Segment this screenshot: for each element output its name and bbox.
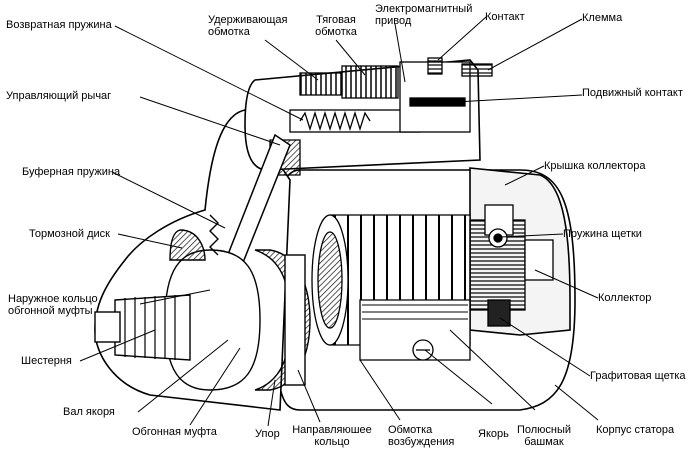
label-outer-ring: Наружное кольцо обгонной муфты xyxy=(8,293,98,317)
leader-stator-housing xyxy=(554,384,599,421)
label-armature-shaft: Вал якоря xyxy=(63,406,115,418)
graphite-brush-block xyxy=(487,299,511,327)
leader-solenoid-drive xyxy=(394,23,406,83)
leader-holding-winding xyxy=(264,39,319,81)
leader-outer-ring xyxy=(139,289,211,305)
contact-bolt xyxy=(427,57,443,75)
pinion-gear xyxy=(114,294,191,361)
label-holding-winding: Удерживающая обмотка xyxy=(208,14,288,38)
label-brush-spring: Пружина щетки xyxy=(563,228,642,240)
armature-shaft-end xyxy=(94,311,121,343)
leader-graphite-brush xyxy=(499,317,591,377)
field-winding xyxy=(359,299,471,361)
return-spring-coil xyxy=(299,110,371,132)
moving-contact-plate xyxy=(409,97,466,107)
leader-return-spring xyxy=(114,25,304,121)
label-armature: Якорь xyxy=(478,428,509,440)
leader-buffer-spring xyxy=(111,171,226,229)
guide-ring-shape xyxy=(284,254,306,386)
label-pole-shoe: Полюсный башмак xyxy=(516,424,572,448)
label-pinion: Шестерня xyxy=(21,355,72,367)
label-return-spring: Возвратная пружина xyxy=(6,19,112,31)
label-brake-disc: Тормозной диск xyxy=(29,228,110,240)
label-traction-winding: Тяговая обмотка xyxy=(315,14,357,38)
label-buffer-spring: Буферная пружина xyxy=(22,166,121,178)
terminal-bolt xyxy=(461,63,493,77)
label-solenoid-drive: Электромагнитный привод xyxy=(375,3,473,27)
label-graphite-brush: Графитовая щетка xyxy=(590,370,686,382)
drive-assembly xyxy=(94,214,311,391)
leader-commutator xyxy=(534,269,599,299)
buffer-spring-coil xyxy=(209,214,219,256)
solenoid-details xyxy=(269,57,493,176)
leader-stop xyxy=(267,379,276,427)
label-contact: Контакт xyxy=(485,11,525,23)
leader-commutator-cover xyxy=(504,165,545,186)
leader-brake-disc xyxy=(117,233,183,249)
leader-brush-spring xyxy=(499,233,564,238)
label-stop: Упор xyxy=(255,428,280,440)
leader-armature-shaft xyxy=(137,339,229,413)
label-field-winding: Обмотка возбуждения xyxy=(388,424,455,448)
leader-terminal xyxy=(487,18,583,71)
leader-overrunning-clutch xyxy=(189,347,241,426)
label-commutator: Коллектор xyxy=(598,292,652,304)
commutator-assembly xyxy=(469,204,554,327)
leader-guide-ring xyxy=(297,369,321,423)
label-commutator-cover: Крышка коллектора xyxy=(544,160,646,172)
leader-armature xyxy=(424,349,493,405)
holding-winding-block xyxy=(299,72,343,96)
brake-disc-shape xyxy=(169,229,206,261)
leader-traction-winding xyxy=(335,39,366,76)
label-control-lever: Управляющий рычаг xyxy=(6,90,112,102)
label-terminal: Клемма xyxy=(582,12,623,24)
traction-winding-block xyxy=(341,65,399,99)
label-guide-ring: Направляюшее кольцо xyxy=(292,424,372,448)
leader-control-lever xyxy=(139,96,281,146)
label-overrunning-clutch: Обгонная муфта xyxy=(132,426,217,438)
leader-pinion xyxy=(79,329,156,362)
leader-moving-contact xyxy=(454,94,583,103)
label-stator-housing: Корпус статора xyxy=(596,424,675,436)
leader-lines xyxy=(79,16,599,427)
leader-field-winding xyxy=(359,359,401,421)
leader-pole-shoe xyxy=(449,329,536,411)
leader-contact xyxy=(437,16,487,61)
label-moving-contact: Подвижный контакт xyxy=(582,87,683,99)
